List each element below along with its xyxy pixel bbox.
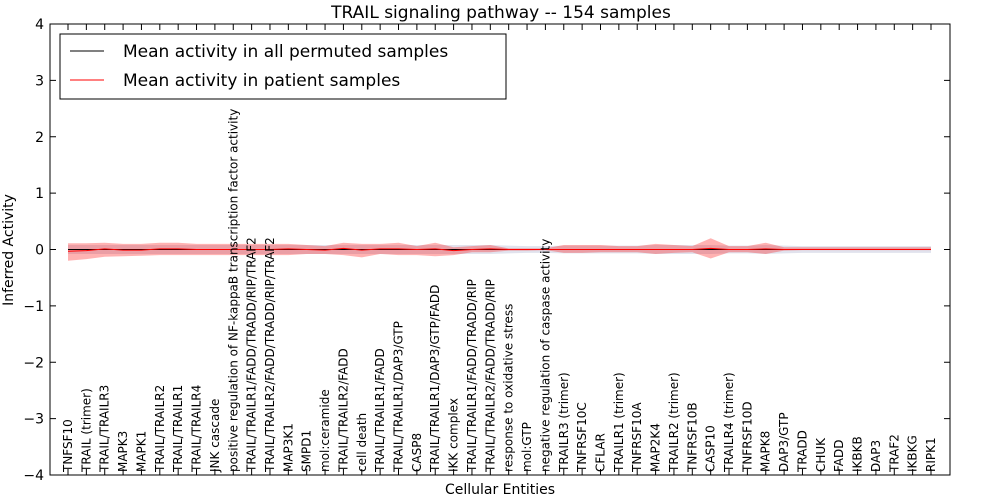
x-tick-label: DAP3 <box>869 440 883 472</box>
y-tick-label: 2 <box>35 130 44 146</box>
x-tick-label: CASP8 <box>410 433 424 472</box>
x-tick-label: TRAILR1 (trimer) <box>612 372 626 473</box>
y-tick-label: 1 <box>35 186 44 202</box>
x-tick-label: TNFSF10 <box>61 419 75 473</box>
x-tick-label: MAP2K4 <box>649 423 663 472</box>
x-tick-label: TRAIL/TRAILR2/FADD <box>336 348 350 473</box>
x-tick-label: TRADD <box>796 430 810 473</box>
x-tick-label: mol:GTP <box>520 422 534 472</box>
x-tick-label: TRAIL/TRAILR3 <box>98 385 112 473</box>
x-tick-label: CASP10 <box>704 425 718 472</box>
x-tick-label: TRAIL/TRAILR1/FADD/TRADD/RIP <box>465 279 479 473</box>
x-tick-label: negative regulation of caspase activity <box>538 239 552 472</box>
x-tick-label: IKBKB <box>851 436 865 472</box>
x-tick-label: TRAIL/TRAILR2/FADD/TRADD/RIP/TRAF2 <box>263 237 277 473</box>
chart-title: TRAIL signaling pathway -- 154 samples <box>330 3 671 23</box>
x-tick-label: TRAIL/TRAILR1/DAP3/GTP/FADD <box>428 285 442 473</box>
x-tick-label: TRAIL/TRAILR2 <box>153 385 167 473</box>
x-tick-label: CFLAR <box>594 433 608 472</box>
x-tick-label: TRAIL/TRAILR1/FADD/TRADD/RIP/TRAF2 <box>245 237 259 473</box>
x-tick-label: MAPK3 <box>116 431 130 472</box>
y-tick-label: −1 <box>23 299 44 315</box>
x-tick-label: mol:ceramide <box>318 389 332 472</box>
y-tick-label: −3 <box>23 412 44 428</box>
x-tick-label: TNFRSF10B <box>685 402 699 473</box>
x-tick-label: TNFRSF10C <box>575 402 589 473</box>
x-tick-label: TRAIL/TRAILR1 <box>171 385 185 473</box>
x-tick-label: TNFRSF10D <box>740 401 754 473</box>
x-tick-label: IKBKG <box>906 435 920 472</box>
x-tick-label: MAP3K1 <box>281 423 295 472</box>
x-tick-label: MAPK1 <box>134 431 148 472</box>
y-axis-label: Inferred Activity <box>1 194 17 306</box>
y-tick-label: 0 <box>35 243 44 259</box>
y-tick-label: −4 <box>23 468 44 484</box>
legend-label-1: Mean activity in patient samples <box>123 71 400 91</box>
legend-label-0: Mean activity in all permuted samples <box>123 42 448 62</box>
x-tick-label: SMPD1 <box>300 430 314 472</box>
x-tick-label: CHUK <box>814 437 828 472</box>
x-tick-label: TRAIL/TRAILR1/DAP3/GTP <box>392 321 406 473</box>
x-tick-label: TRAIL/TRAILR4 <box>190 385 204 473</box>
x-tick-label: TRAF2 <box>887 434 901 473</box>
y-tick-label: 3 <box>35 73 44 89</box>
x-tick-label: RIPK1 <box>924 437 938 472</box>
x-tick-label: TRAIL/TRAILR2/FADD/TRADD/RIP <box>483 279 497 473</box>
x-tick-label: positive regulation of NF-kappaB transcr… <box>226 109 240 472</box>
x-tick-label: TNFRSF10A <box>630 402 644 473</box>
x-tick-label: TRAIL/TRAILR1/FADD <box>373 348 387 473</box>
x-tick-label: JNK cascade <box>208 399 222 473</box>
y-tick-label: 4 <box>35 17 44 33</box>
series-1-line <box>67 247 931 252</box>
legend-box <box>59 33 507 100</box>
x-tick-label: IKK complex <box>447 398 461 472</box>
x-tick-label: TRAILR4 (trimer) <box>722 372 736 473</box>
x-tick-label: cell death <box>355 413 369 472</box>
x-tick-label: DAP3/GTP <box>777 412 791 472</box>
x-tick-label: TRAILR2 (trimer) <box>667 372 681 473</box>
x-tick-label: response to oxidative stress <box>502 304 516 472</box>
y-tick-label: −2 <box>23 355 44 371</box>
x-tick-label: TRAIL (trimer) <box>79 388 93 473</box>
x-axis-label: Cellular Entities <box>445 482 555 498</box>
x-tick-label: MAPK8 <box>759 431 773 472</box>
x-tick-label: FADD <box>832 440 846 473</box>
x-tick-label: TRAILR3 (trimer) <box>557 372 571 473</box>
